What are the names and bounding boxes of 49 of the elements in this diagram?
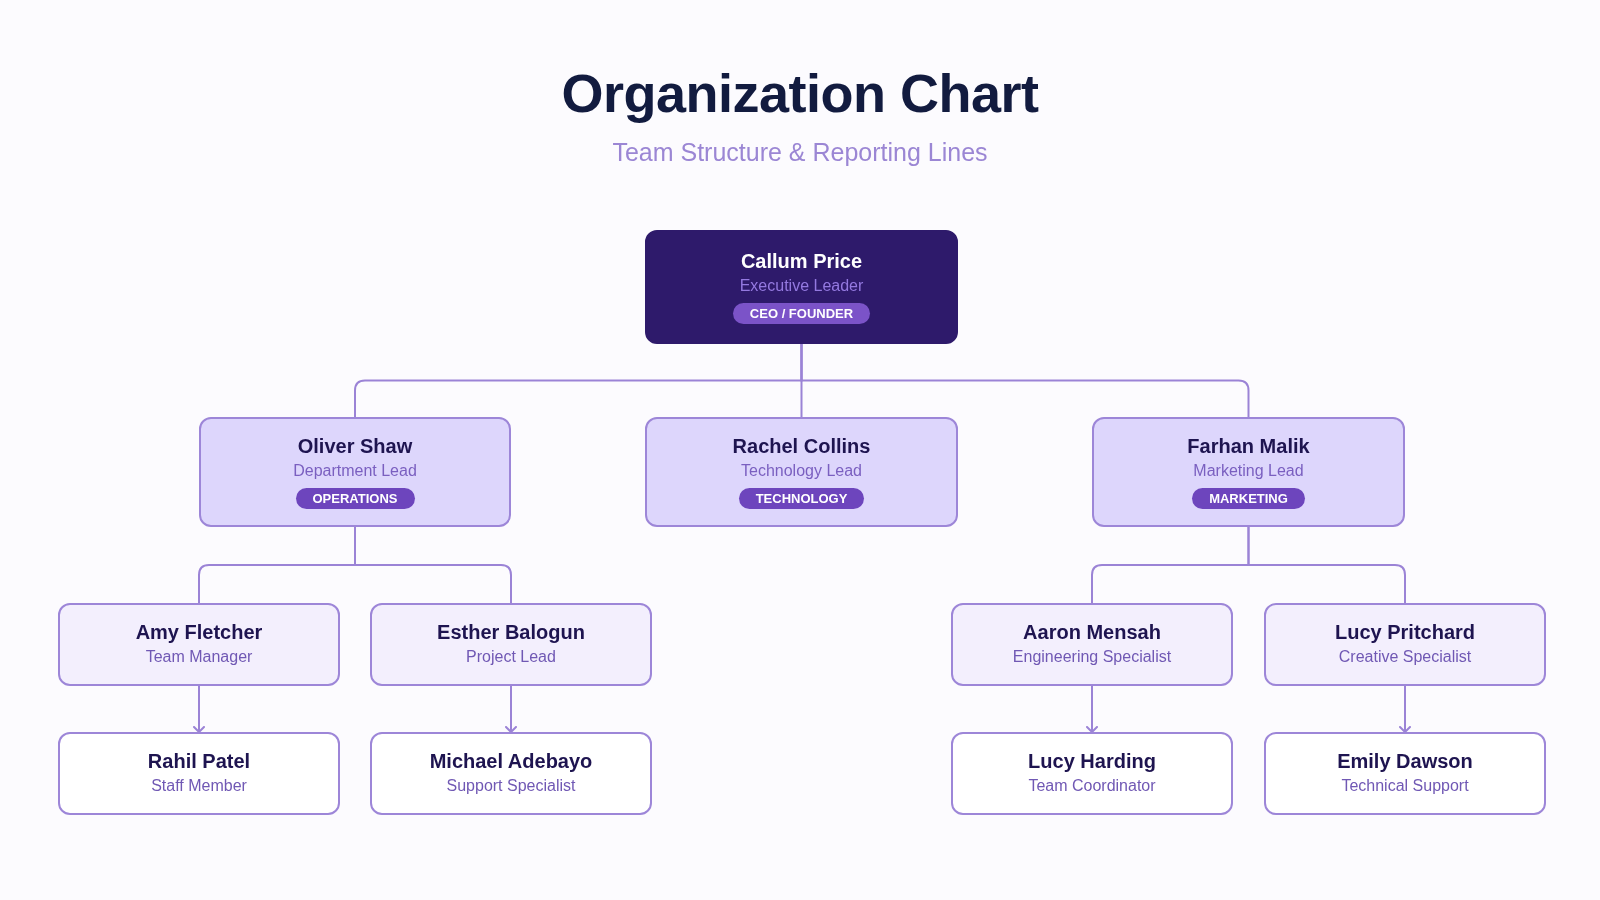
person-card	[1264, 732, 1546, 815]
person-name: Michael Adebayo	[429, 749, 593, 774]
person-name: Rahil Patel	[147, 749, 251, 774]
job-title: Technical Support	[1341, 776, 1469, 796]
person-card	[370, 603, 652, 686]
connector-line	[800, 343, 1250, 418]
job-title: Creative Specialist	[1338, 647, 1472, 667]
person-name: Esther Balogun	[437, 620, 585, 645]
department-tag: OPERATIONS	[295, 488, 415, 509]
department-tag: TECHNOLOGY	[738, 488, 865, 509]
job-title: Marketing Lead	[1193, 461, 1304, 481]
job-title: Engineering Specialist	[1012, 647, 1172, 667]
person-name: Lucy Pritchard	[1334, 620, 1475, 645]
person-card	[645, 417, 958, 527]
department-tag: CEO / FOUNDER	[732, 303, 871, 324]
person-name: Amy Fletcher	[135, 620, 263, 645]
person-name: Oliver Shaw	[297, 434, 413, 459]
job-title: Support Specialist	[446, 776, 576, 796]
job-title: Staff Member	[151, 776, 247, 796]
person-name: Rachel Collins	[732, 434, 871, 459]
executive-card	[645, 230, 958, 344]
chart-title: Organization Chart	[561, 62, 1039, 125]
person-card	[370, 732, 652, 815]
job-title: Team Coordinator	[1028, 776, 1156, 796]
person-card	[951, 603, 1233, 686]
arrow	[193, 685, 205, 733]
job-title: Team Manager	[145, 647, 253, 667]
job-title: Technology Lead	[741, 461, 862, 481]
connector-line	[354, 526, 512, 604]
job-title: Project Lead	[466, 647, 556, 667]
job-title: Department Lead	[293, 461, 417, 481]
person-name: Farhan Malik	[1187, 434, 1310, 459]
arrow	[1399, 685, 1411, 733]
department-tag: MARKETING	[1192, 488, 1305, 509]
chart-subtitle: Team Structure & Reporting Lines	[612, 137, 988, 168]
person-card	[199, 417, 511, 527]
person-name: Emily Dawson	[1337, 749, 1473, 774]
person-card	[1264, 603, 1546, 686]
person-name: Callum Price	[740, 249, 863, 274]
person-card	[951, 732, 1233, 815]
job-title: Executive Leader	[739, 276, 864, 296]
connector-line	[1247, 526, 1406, 604]
arrow	[505, 685, 517, 733]
person-card	[58, 603, 340, 686]
person-card	[1092, 417, 1405, 527]
person-card	[58, 732, 340, 815]
person-name: Aaron Mensah	[1023, 620, 1161, 645]
person-name: Lucy Harding	[1028, 749, 1156, 774]
arrow	[1086, 685, 1098, 733]
